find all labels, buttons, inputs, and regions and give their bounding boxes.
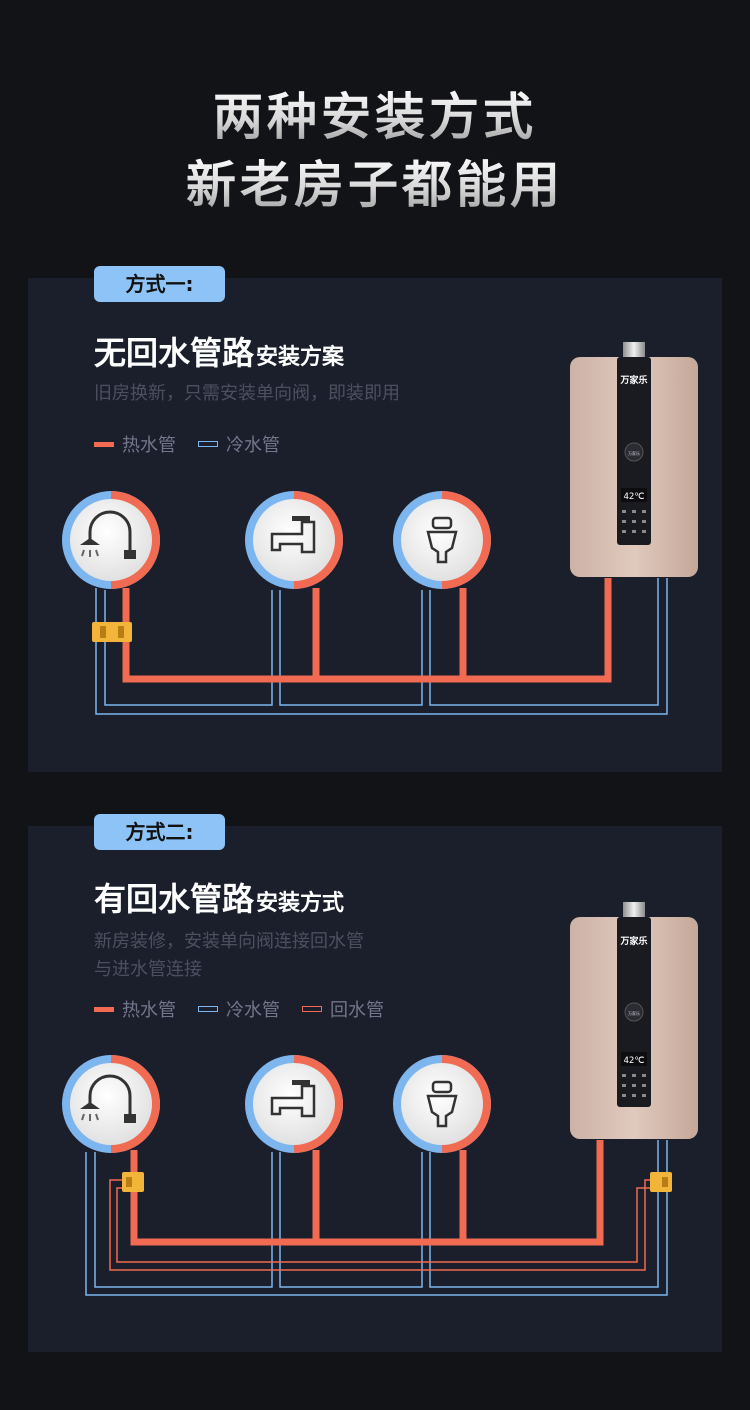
heater-knob-label: 万家乐 <box>628 450 640 456</box>
legend-hot-pipe: 热水管 <box>94 431 176 457</box>
legend-label: 热水管 <box>122 1000 176 1021</box>
section-title-1: 无回水管路安装方案 <box>94 328 344 374</box>
return-pipes <box>109 1179 658 1271</box>
legend-label: 冷水管 <box>226 1000 280 1021</box>
faucet-icon <box>245 491 343 589</box>
check-valve-icon <box>650 1172 672 1192</box>
toilet-icon <box>393 1055 491 1153</box>
method-badge-2: 方式二: <box>94 814 225 850</box>
section-title-2: 有回水管路安装方式 <box>94 874 344 920</box>
hot-pipe-swatch <box>94 441 114 447</box>
hero-title-line-2: 新老房子都能用 <box>0 154 750 216</box>
legend-cold-pipe: 冷水管 <box>198 996 280 1022</box>
heater-brand-label: 万家乐 <box>619 935 647 946</box>
shower-icon <box>62 491 160 589</box>
cold-pipes <box>85 1140 668 1296</box>
installation-diagram-2: 万家乐 万家乐 42℃ <box>62 902 698 1296</box>
section-description-1: 旧房换新，只需安装单向阀，即装即用 <box>94 380 400 408</box>
pipe-legend-2: 热水管 冷水管 回水管 <box>94 996 406 1022</box>
check-valve-icon <box>92 622 132 642</box>
section-title-1-main: 无回水管路 <box>94 334 255 372</box>
legend-return-pipe: 回水管 <box>302 996 384 1022</box>
installation-diagram-1: 万家乐 万家乐 42℃ <box>62 342 698 715</box>
legend-hot-pipe: 热水管 <box>94 996 176 1022</box>
section-title-2-sub: 安装方式 <box>256 891 345 916</box>
heater-knob-label: 万家乐 <box>628 1010 640 1016</box>
hot-pipe <box>130 1140 604 1246</box>
faucet-icon <box>245 1055 343 1153</box>
section-description-2-line-1: 新房装修，安装单向阀连接回水管 <box>94 931 364 952</box>
heater-display: 42℃ <box>624 1056 645 1066</box>
method-badge-1: 方式一: <box>94 266 225 302</box>
hero-title: 两种安装方式 新老房子都能用 <box>0 0 750 250</box>
water-heater-icon: 万家乐 万家乐 42℃ <box>570 902 698 1139</box>
cold-pipes <box>95 578 668 715</box>
hot-pipe <box>122 578 612 683</box>
cold-pipe-swatch <box>198 441 218 447</box>
check-valve-icon <box>122 1172 144 1192</box>
pipe-legend-1: 热水管 冷水管 <box>94 431 302 457</box>
legend-label: 冷水管 <box>226 435 280 456</box>
return-pipe-swatch <box>302 1006 322 1012</box>
legend-label: 回水管 <box>330 1000 384 1021</box>
legend-label: 热水管 <box>122 435 176 456</box>
section-description-1-line: 旧房换新，只需安装单向阀，即装即用 <box>94 383 400 404</box>
section-title-2-main: 有回水管路 <box>94 880 255 918</box>
section-description-2: 新房装修，安装单向阀连接回水管 与进水管连接 <box>94 928 364 984</box>
toilet-icon <box>393 491 491 589</box>
cold-pipe-swatch <box>198 1006 218 1012</box>
hero-title-line-1: 两种安装方式 <box>0 86 750 148</box>
hot-pipe-swatch <box>94 1006 114 1012</box>
legend-cold-pipe: 冷水管 <box>198 431 280 457</box>
heater-brand-label: 万家乐 <box>619 374 647 385</box>
section-description-2-line-2: 与进水管连接 <box>94 959 202 980</box>
water-heater-icon: 万家乐 万家乐 42℃ <box>570 342 698 577</box>
shower-icon <box>62 1055 160 1153</box>
heater-display: 42℃ <box>624 492 645 502</box>
section-title-1-sub: 安装方案 <box>256 345 345 370</box>
